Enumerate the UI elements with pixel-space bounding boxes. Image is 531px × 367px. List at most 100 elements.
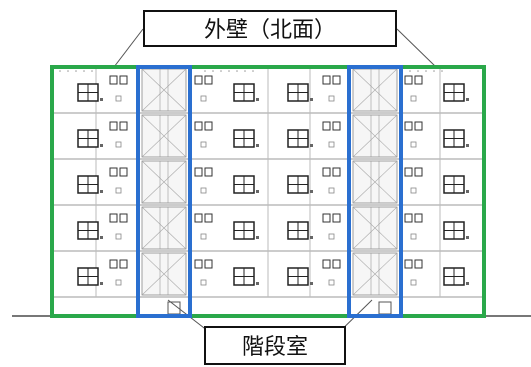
vent — [466, 236, 469, 239]
small-window — [404, 167, 413, 177]
small-window — [332, 167, 341, 177]
stairwell-label: 階段室 — [204, 326, 346, 365]
small-window — [109, 121, 118, 131]
roof-dot — [244, 70, 246, 72]
stair-door — [378, 301, 392, 315]
small-window — [414, 213, 423, 223]
small-window — [119, 259, 128, 269]
small-window — [322, 259, 331, 269]
small-window — [204, 75, 213, 85]
small-window — [414, 75, 423, 85]
vent — [100, 282, 103, 285]
small-window — [322, 75, 331, 85]
vent — [310, 282, 313, 285]
small-window — [194, 167, 203, 177]
meter-box — [410, 187, 417, 194]
roof-dot — [425, 70, 427, 72]
vent — [256, 144, 259, 147]
vent — [466, 282, 469, 285]
meter-box — [115, 141, 122, 148]
small-window — [332, 213, 341, 223]
vent — [100, 144, 103, 147]
meter-box — [410, 279, 417, 286]
small-window — [204, 259, 213, 269]
stair-brace — [352, 160, 398, 204]
stair-brace — [352, 68, 398, 112]
small-window — [109, 259, 118, 269]
roof-dot — [67, 70, 69, 72]
roof-dot — [75, 70, 77, 72]
vent — [466, 98, 469, 101]
vent — [466, 190, 469, 193]
vent — [310, 144, 313, 147]
meter-box — [200, 279, 207, 286]
vent — [256, 98, 259, 101]
meter-box — [328, 187, 335, 194]
small-window — [404, 259, 413, 269]
meter-box — [410, 233, 417, 240]
vent — [466, 144, 469, 147]
meter-box — [328, 95, 335, 102]
small-window — [332, 75, 341, 85]
small-window — [414, 121, 423, 131]
stair-brace — [141, 114, 187, 158]
stair-brace — [352, 252, 398, 296]
small-window — [194, 259, 203, 269]
exterior-wall-highlight — [50, 65, 486, 318]
small-window — [204, 213, 213, 223]
roof-dot — [228, 70, 230, 72]
small-window — [119, 213, 128, 223]
small-window — [119, 121, 128, 131]
meter-box — [115, 187, 122, 194]
vent — [310, 190, 313, 193]
vent — [310, 98, 313, 101]
building-body — [52, 66, 484, 315]
stair-brace — [141, 160, 187, 204]
stairwell-highlight-right — [347, 65, 403, 318]
small-window — [414, 259, 423, 269]
vent — [100, 98, 103, 101]
vent — [256, 190, 259, 193]
roof-dot — [83, 70, 85, 72]
small-window — [404, 213, 413, 223]
meter-box — [328, 279, 335, 286]
stair-brace — [141, 206, 187, 250]
meter-box — [115, 233, 122, 240]
small-window — [322, 167, 331, 177]
vent — [310, 236, 313, 239]
meter-box — [200, 95, 207, 102]
leader-line-exterior-right — [396, 28, 437, 68]
stair-brace — [352, 114, 398, 158]
meter-box — [115, 279, 122, 286]
roof-dot — [204, 70, 206, 72]
roof-dot — [220, 70, 222, 72]
roof-dot — [252, 70, 254, 72]
small-window — [194, 213, 203, 223]
small-window — [322, 213, 331, 223]
meter-box — [115, 95, 122, 102]
meter-box — [200, 233, 207, 240]
roof-dot — [236, 70, 238, 72]
roof-dot — [409, 70, 411, 72]
small-window — [322, 121, 331, 131]
vent — [100, 236, 103, 239]
meter-box — [200, 141, 207, 148]
small-window — [404, 75, 413, 85]
roof-dot — [91, 70, 93, 72]
small-window — [194, 75, 203, 85]
small-window — [204, 121, 213, 131]
small-window — [332, 121, 341, 131]
meter-box — [328, 233, 335, 240]
small-window — [204, 167, 213, 177]
roof-dot — [441, 70, 443, 72]
small-window — [119, 75, 128, 85]
small-window — [109, 213, 118, 223]
vent — [256, 236, 259, 239]
small-window — [414, 167, 423, 177]
small-window — [119, 167, 128, 177]
meter-box — [200, 187, 207, 194]
small-window — [109, 167, 118, 177]
stairwell-highlight-left — [136, 65, 192, 318]
stair-brace — [141, 68, 187, 112]
